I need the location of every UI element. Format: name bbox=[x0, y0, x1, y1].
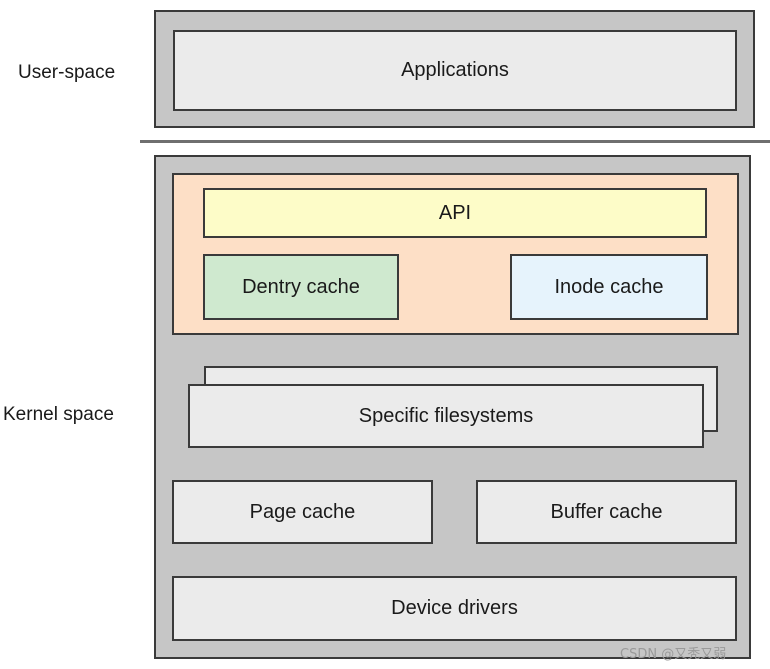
watermark: CSDN @又秃又弱 bbox=[620, 647, 727, 662]
inode-cache-box: Inode cache bbox=[510, 254, 708, 320]
buffer-cache-label: Buffer cache bbox=[550, 500, 663, 523]
applications-label: Applications bbox=[401, 59, 509, 81]
device-drivers-box: Device drivers bbox=[172, 576, 737, 641]
kernel-space-label: Kernel space bbox=[3, 404, 114, 425]
dentry-cache-box: Dentry cache bbox=[203, 254, 399, 320]
dentry-cache-label: Dentry cache bbox=[242, 275, 360, 298]
inode-cache-label: Inode cache bbox=[554, 275, 664, 298]
page-cache-box: Page cache bbox=[172, 480, 433, 544]
specific-filesystems-label: Specific filesystems bbox=[358, 404, 534, 427]
api-label: API bbox=[438, 201, 472, 224]
page-cache-label: Page cache bbox=[249, 500, 356, 523]
specific-filesystems-box: Specific filesystems bbox=[188, 384, 704, 448]
user-space-label: User-space bbox=[18, 62, 116, 83]
applications-box: Applications bbox=[173, 30, 737, 111]
device-drivers-label: Device drivers bbox=[391, 597, 518, 619]
api-box: API bbox=[203, 188, 707, 238]
buffer-cache-box: Buffer cache bbox=[476, 480, 737, 544]
user-kernel-divider bbox=[140, 140, 770, 143]
